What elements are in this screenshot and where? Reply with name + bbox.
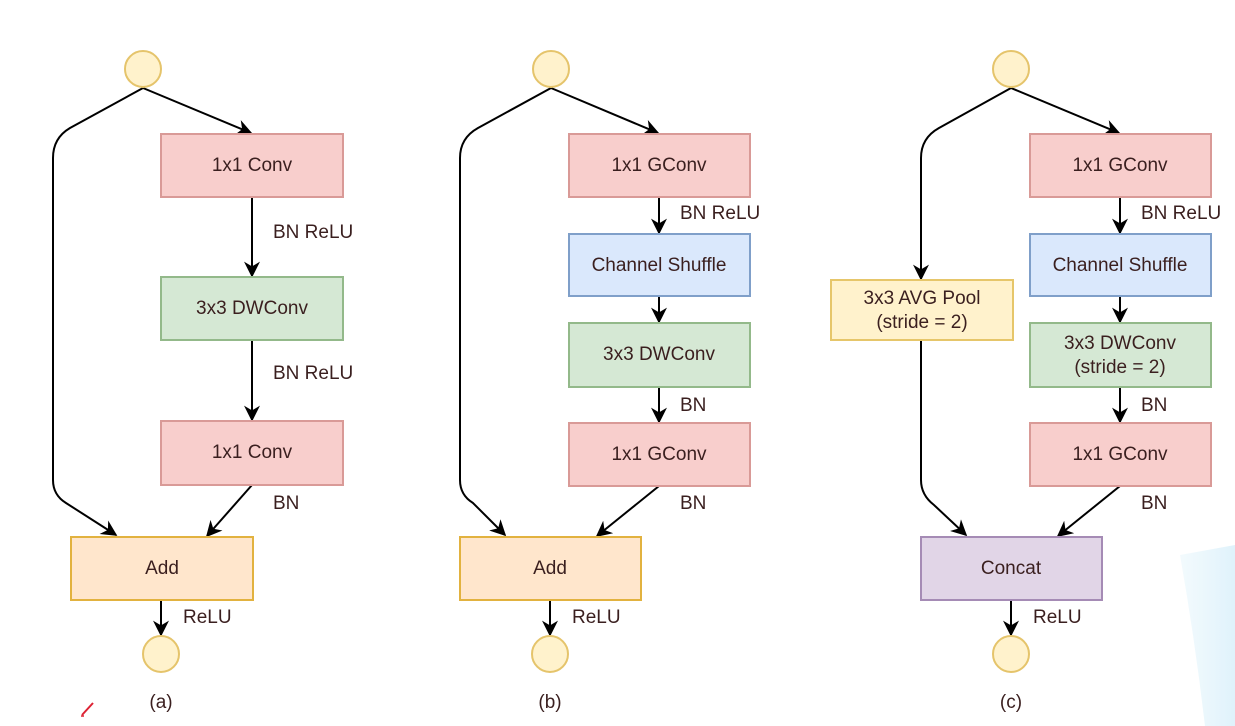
skip-connection (52, 87, 144, 536)
background-blob (1180, 545, 1235, 726)
conv1x1-box (160, 133, 344, 198)
edge (1056, 485, 1121, 538)
panel-b: 1x1 GConv BN ReLU Channel Shuffle 3x3 DW… (459, 50, 760, 713)
channel-shuffle-box (1029, 233, 1212, 297)
shortcut-edge (913, 87, 1012, 281)
input-node (992, 50, 1030, 88)
conv1x1-box (160, 420, 344, 486)
box-label: Channel Shuffle (1053, 255, 1188, 276)
box-label: Concat (981, 558, 1042, 579)
panel-c: 1x1 GConv BN ReLU Channel Shuffle 3x3 DW… (830, 50, 1221, 713)
edge-label: BN ReLU (273, 222, 353, 243)
edge (550, 87, 660, 135)
avg-pool-box (830, 279, 1014, 341)
edge (1010, 87, 1121, 135)
box-label: 1x1 Conv (212, 155, 293, 176)
add-box (459, 536, 642, 601)
box-label: 3x3 DWConv (603, 344, 715, 365)
dwconv-box (568, 322, 751, 388)
box-label: (stride = 2) (1074, 357, 1165, 378)
caption: (b) (538, 692, 561, 713)
box-label: Channel Shuffle (592, 255, 727, 276)
pen-cursor-icon (81, 702, 94, 717)
box-label: 3x3 DWConv (196, 298, 308, 319)
box-label: 1x1 GConv (1072, 444, 1168, 465)
box-label: Add (145, 558, 179, 579)
edge-label: ReLU (183, 607, 232, 628)
box-label: 3x3 DWConv (1064, 333, 1176, 354)
edge-label: BN (680, 493, 706, 514)
box-label: 1x1 Conv (212, 442, 293, 463)
edge-label: BN (273, 493, 299, 514)
edge-label: BN (1141, 395, 1167, 416)
edge-label: BN (680, 395, 706, 416)
edge-label: ReLU (572, 607, 621, 628)
shortcut-edge (920, 340, 968, 537)
channel-shuffle-box (568, 233, 751, 297)
dwconv-box (160, 276, 344, 341)
add-box (70, 536, 254, 601)
edge (142, 87, 253, 135)
panel-a: 1x1 Conv BN ReLU 3x3 DWConv BN ReLU 1x1 … (52, 50, 353, 713)
box-label: 1x1 GConv (611, 155, 707, 176)
edge-label: ReLU (1033, 607, 1082, 628)
output-node (142, 635, 180, 673)
caption: (a) (149, 692, 172, 713)
box-label: 1x1 GConv (1072, 155, 1168, 176)
edge (205, 484, 253, 538)
concat-box (920, 536, 1103, 601)
gconv1x1-box (568, 133, 751, 198)
edge (595, 485, 660, 538)
gconv1x1-box (1029, 422, 1212, 487)
edge-label: BN (1141, 493, 1167, 514)
input-node (532, 50, 570, 88)
output-node (531, 635, 569, 673)
input-node (124, 50, 162, 88)
box-label: 1x1 GConv (611, 444, 707, 465)
box-label: Add (533, 558, 567, 579)
dwconv-stride2-box (1029, 322, 1212, 388)
box-label: 3x3 AVG Pool (864, 288, 981, 309)
edge-label: BN ReLU (273, 363, 353, 384)
caption: (c) (1000, 692, 1022, 713)
skip-connection (459, 87, 552, 537)
gconv1x1-box (1029, 133, 1212, 198)
edge-label: BN ReLU (1141, 203, 1221, 224)
gconv1x1-box (568, 422, 751, 487)
output-node (992, 635, 1030, 673)
box-label: (stride = 2) (876, 312, 967, 333)
edge-label: BN ReLU (680, 203, 760, 224)
